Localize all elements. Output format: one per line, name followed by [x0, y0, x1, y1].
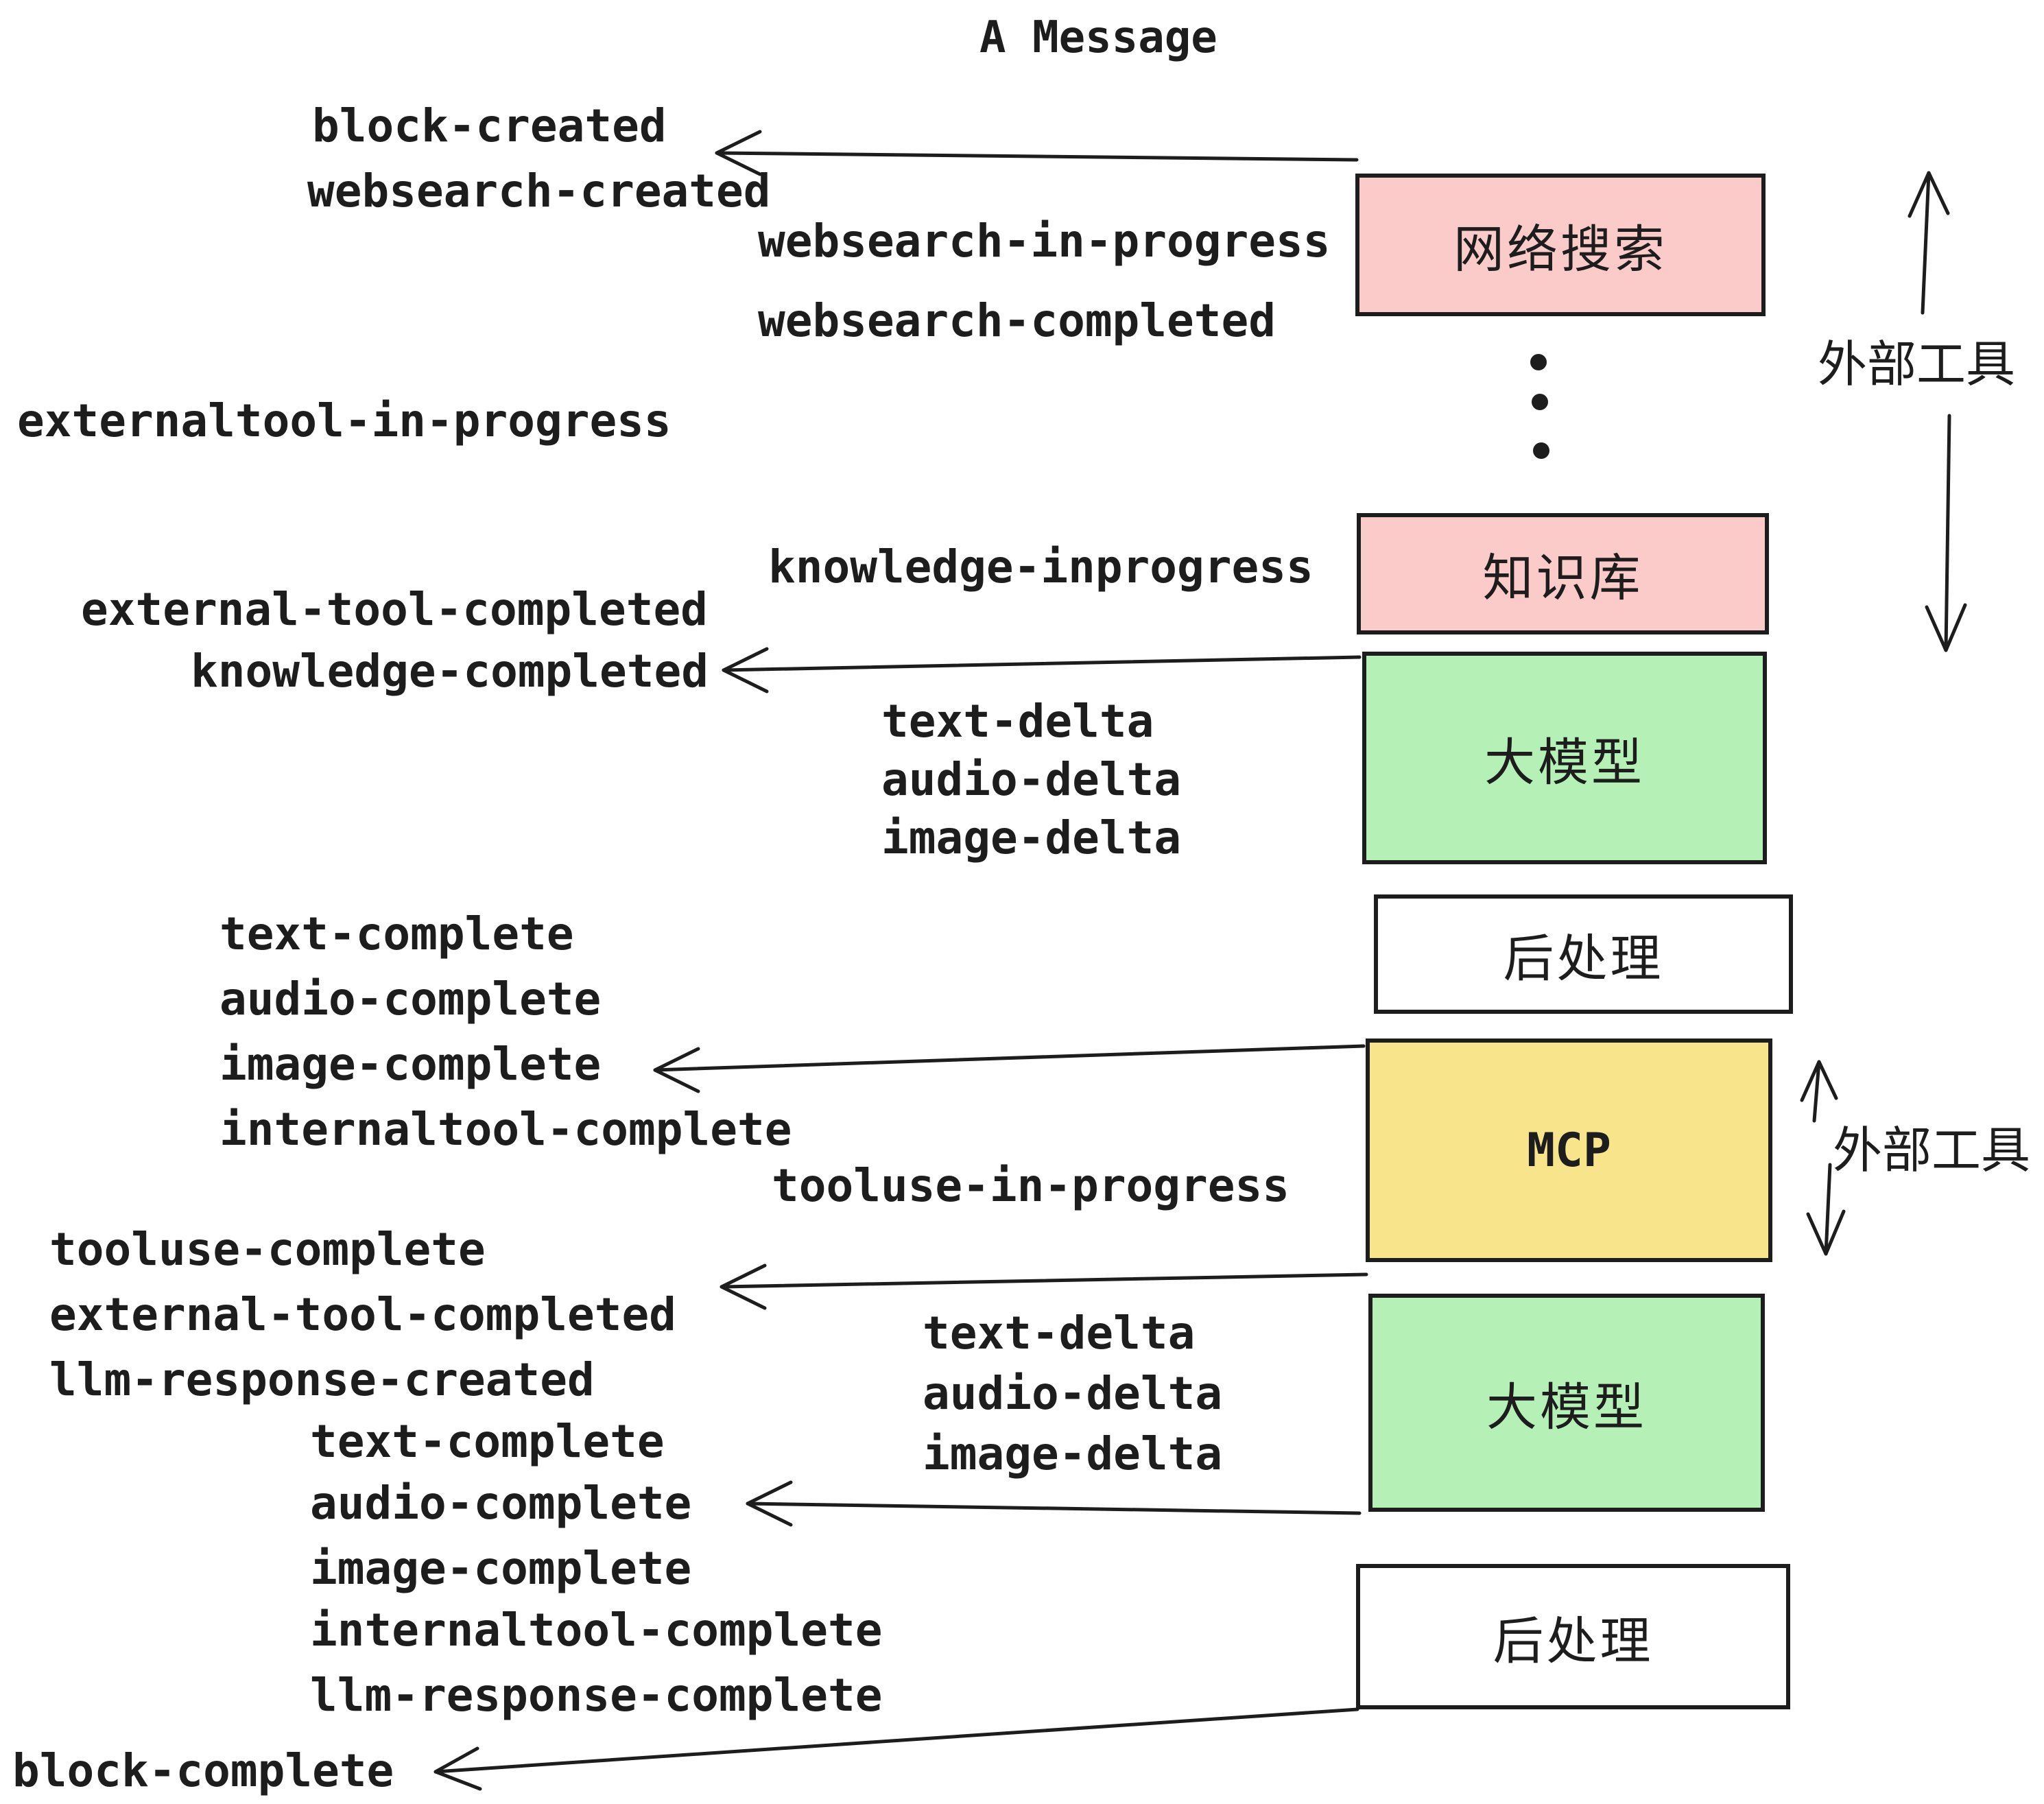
event-llm-response-complete: llm-response-complete [310, 1669, 883, 1722]
box-websearch: 网络搜索 [1355, 174, 1766, 316]
box-llm-1: 大模型 [1362, 652, 1767, 864]
box-postprocess-2-label: 后处理 [1493, 1612, 1654, 1670]
ellipsis-dots [1530, 354, 1549, 459]
event-internaltool-complete: internaltool-complete [219, 1103, 792, 1156]
event-image-delta-2: image-delta [923, 1427, 1223, 1480]
event-text-delta: text-delta [881, 695, 1154, 748]
event-tooluse-complete: tooluse-complete [49, 1223, 486, 1276]
event-audio-delta: audio-delta [881, 753, 1182, 806]
box-knowledge: 知识库 [1357, 513, 1769, 634]
external-tools-arrow-top-down [1925, 414, 1967, 652]
event-knowledge-completed: knowledge-completed [191, 645, 709, 698]
event-text-complete: text-complete [219, 907, 574, 960]
event-image-complete-2: image-complete [310, 1542, 692, 1595]
event-image-delta: image-delta [881, 811, 1182, 864]
box-postprocess-1-label: 后处理 [1503, 929, 1664, 987]
event-external-tool-completed: external-tool-completed [81, 583, 708, 636]
arrow-to-knowledge-completed [722, 647, 1362, 693]
event-text-delta-2: text-delta [923, 1307, 1196, 1360]
event-websearch-created: websearch-created [307, 165, 771, 217]
arrow-to-audio-complete [746, 1480, 1362, 1527]
box-llm-1-label: 大模型 [1484, 733, 1645, 791]
box-llm-2: 大模型 [1368, 1294, 1765, 1512]
box-knowledge-label: 知识库 [1482, 549, 1643, 606]
external-tools-label-bottom: 外部工具 [1833, 1124, 2031, 1178]
box-postprocess-1: 后处理 [1374, 894, 1793, 1014]
event-image-complete: image-complete [219, 1038, 602, 1091]
event-internaltool-complete-2: internaltool-complete [310, 1604, 883, 1657]
box-postprocess-2: 后处理 [1356, 1564, 1790, 1709]
external-tools-arrow-bottom-up [1800, 1060, 1838, 1123]
event-websearch-completed: websearch-completed [758, 294, 1276, 347]
box-websearch-label: 网络搜索 [1453, 220, 1667, 278]
box-llm-2-label: 大模型 [1486, 1378, 1647, 1436]
event-text-complete-2: text-complete [310, 1415, 665, 1468]
event-audio-delta-2: audio-delta [923, 1367, 1223, 1420]
event-block-complete: block-complete [12, 1744, 394, 1797]
external-tools-label-top: 外部工具 [1818, 337, 2016, 392]
event-audio-complete-2: audio-complete [310, 1477, 692, 1530]
box-mcp: MCP [1366, 1039, 1772, 1262]
event-block-created: block-created [312, 99, 667, 152]
event-externaltool-in-progress: externaltool-in-progress [17, 394, 672, 447]
event-llm-response-created: llm-response-created [49, 1353, 595, 1406]
box-mcp-label: MCP [1527, 1123, 1611, 1178]
arrow-to-block-created [715, 130, 1359, 176]
arrow-to-tooluse-complete [720, 1263, 1368, 1310]
event-knowledge-inprogress: knowledge-inprogress [768, 541, 1314, 593]
arrow-to-image-complete [653, 1044, 1366, 1093]
event-websearch-in-progress: websearch-in-progress [758, 215, 1331, 268]
event-audio-complete: audio-complete [219, 973, 602, 1025]
external-tools-arrow-top-up [1908, 171, 1950, 315]
event-external-tool-completed-2: external-tool-completed [49, 1288, 676, 1341]
event-tooluse-in-progress: tooluse-in-progress [772, 1159, 1290, 1212]
diagram-title: A Message [979, 12, 1217, 63]
